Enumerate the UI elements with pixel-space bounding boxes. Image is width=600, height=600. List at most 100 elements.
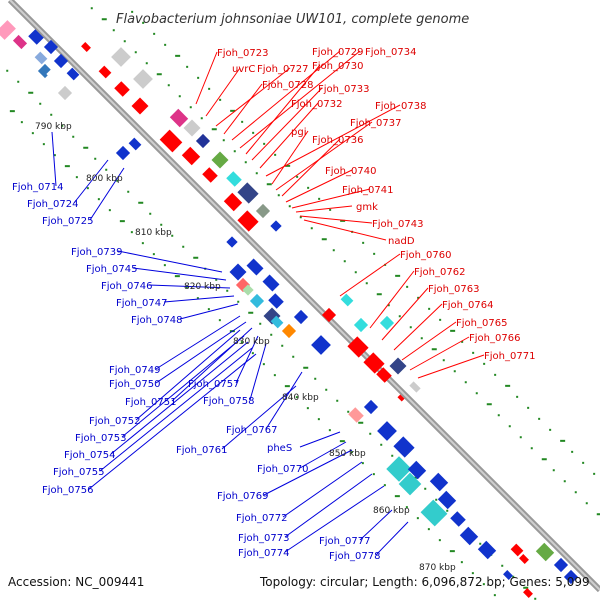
track-tick xyxy=(281,344,284,347)
track-tick xyxy=(208,87,211,90)
gene-feature xyxy=(397,394,405,402)
track-tick xyxy=(266,183,272,186)
leader-line xyxy=(299,431,341,448)
track-tick xyxy=(317,418,320,421)
gene-label: Fjoh_0748 xyxy=(131,315,182,326)
track-tick xyxy=(83,146,89,149)
track-tick xyxy=(471,572,474,575)
track-tick xyxy=(90,7,93,10)
track-tick xyxy=(307,186,310,189)
track-tick xyxy=(303,366,309,369)
gene-label: Fjoh_0770 xyxy=(257,464,308,475)
track-tick xyxy=(152,253,155,256)
track-tick xyxy=(197,76,200,79)
leader-line xyxy=(393,303,443,351)
gene-label: Fjoh_0761 xyxy=(176,445,227,456)
track-tick xyxy=(350,451,353,454)
gene-label: Fjoh_0740 xyxy=(325,166,376,177)
track-tick xyxy=(64,165,70,168)
gene-label: Fjoh_0756 xyxy=(42,485,93,496)
leader-line xyxy=(163,295,235,303)
track-tick xyxy=(519,436,522,439)
gene-label: Fjoh_0724 xyxy=(27,199,78,210)
gene-feature xyxy=(242,284,254,296)
leader-line xyxy=(285,169,353,203)
gene-feature xyxy=(270,220,282,232)
gene-feature xyxy=(237,182,259,204)
kbp-label: 840 kbp xyxy=(282,393,319,403)
gene-label: Fjoh_0765 xyxy=(456,318,507,329)
track-tick xyxy=(123,40,126,43)
gene-feature xyxy=(66,67,80,81)
track-tick xyxy=(394,495,400,498)
gene-label: Fjoh_0737 xyxy=(350,118,401,129)
track-tick xyxy=(196,297,199,300)
leader-line xyxy=(271,130,309,185)
track-tick xyxy=(339,440,345,443)
gene-feature xyxy=(12,34,28,50)
leader-line xyxy=(73,159,109,204)
track-tick xyxy=(563,480,566,483)
gene-feature xyxy=(510,543,524,557)
kbp-label: 790 kbp xyxy=(35,122,72,132)
track-tick xyxy=(442,359,445,362)
leader-line xyxy=(375,521,409,556)
track-tick xyxy=(479,542,482,545)
gene-feature xyxy=(46,68,58,80)
gene-label: pgi xyxy=(291,127,306,138)
leader-line xyxy=(88,353,257,490)
track-tick xyxy=(241,120,244,123)
gene-label: Fjoh_0751 xyxy=(125,397,176,408)
gene-label: Fjoh_0766 xyxy=(469,333,520,344)
track-tick xyxy=(39,102,42,105)
track-tick xyxy=(277,194,280,197)
track-tick xyxy=(127,190,130,193)
track-tick xyxy=(185,286,188,289)
genome-title: Flavobacterium johnsoniae UW101, complet… xyxy=(116,12,469,27)
gene-label: Fjoh_0767 xyxy=(226,425,277,436)
track-tick xyxy=(486,403,492,406)
track-tick xyxy=(72,135,75,138)
gene-feature xyxy=(321,307,337,323)
leader-line xyxy=(259,102,319,169)
leader-line xyxy=(221,385,297,450)
track-tick xyxy=(593,472,596,475)
gene-feature xyxy=(159,129,183,153)
track-tick xyxy=(464,381,467,384)
track-tick xyxy=(450,329,456,332)
gene-feature xyxy=(237,210,259,232)
gene-feature xyxy=(377,421,397,441)
track-tick xyxy=(42,143,45,146)
gene-feature xyxy=(255,203,271,219)
track-tick xyxy=(108,209,111,212)
track-tick xyxy=(538,417,541,420)
leader-line xyxy=(417,354,485,379)
genome-backbone-highlight xyxy=(9,0,600,591)
forward-gene-labels: Fjoh_0723 uvrC Fjoh_0727 Fjoh_0728 Fjoh_… xyxy=(217,47,535,362)
gene-label: Fjoh_0760 xyxy=(400,250,451,261)
track-tick xyxy=(222,139,225,142)
gene-feature xyxy=(459,526,479,546)
gene-feature xyxy=(229,263,247,281)
track-tick xyxy=(119,220,125,223)
gene-feature xyxy=(398,472,422,496)
track-tick xyxy=(255,172,258,175)
track-tick xyxy=(516,395,519,398)
track-tick xyxy=(435,498,438,501)
leader-line xyxy=(135,329,241,421)
track-tick xyxy=(53,154,56,157)
gene-feature xyxy=(347,336,369,358)
leader-line xyxy=(401,321,457,361)
kbp-label: 850 kbp xyxy=(329,449,366,459)
track-tick xyxy=(325,388,328,391)
gene-feature xyxy=(249,293,265,309)
track-tick xyxy=(112,29,115,32)
topology-text: Topology: circular; Length: 6,096,872 bp… xyxy=(259,575,590,589)
track-tick xyxy=(174,275,180,278)
gene-feature xyxy=(81,42,91,52)
track-tick xyxy=(134,51,137,54)
track-tick xyxy=(259,322,262,325)
gene-feature xyxy=(376,367,392,383)
track-tick xyxy=(321,238,327,241)
gene-label: Fjoh_0732 xyxy=(291,99,342,110)
